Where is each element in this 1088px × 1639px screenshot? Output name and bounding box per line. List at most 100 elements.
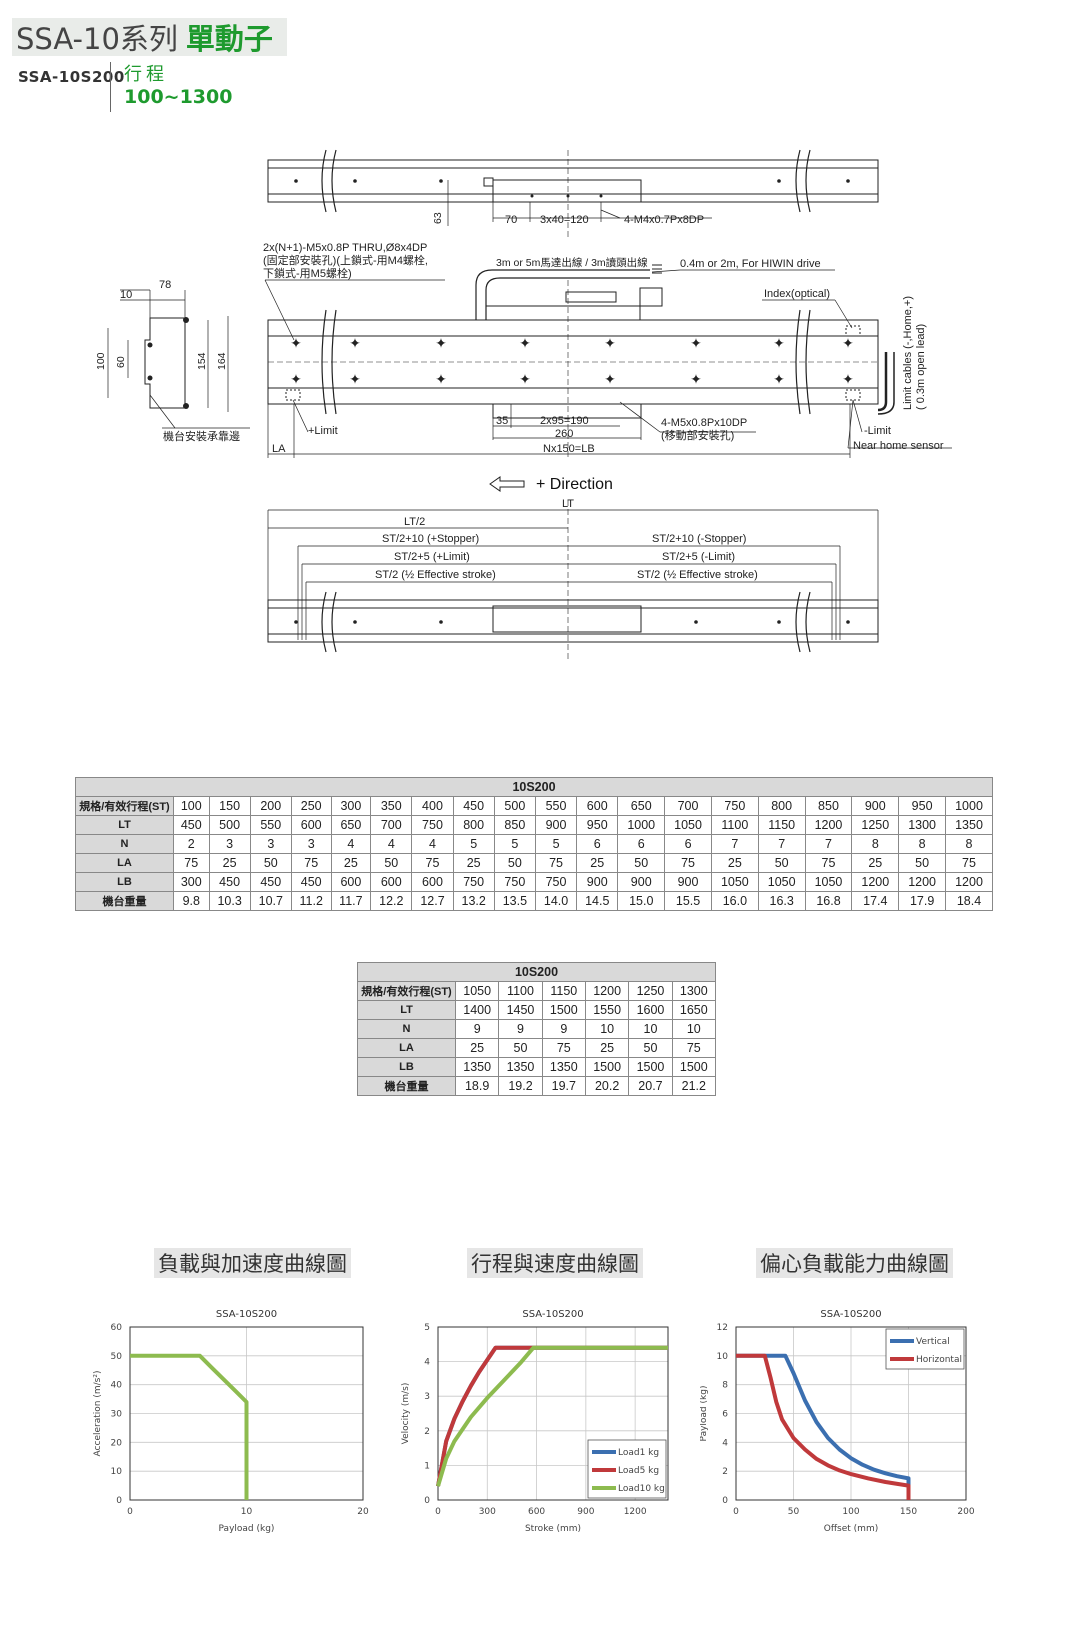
table-cell: 25: [576, 853, 619, 873]
table-cell: 1050: [454, 981, 500, 1001]
x-tick-label: 150: [900, 1507, 917, 1517]
table-cell: 1350: [498, 1057, 543, 1077]
table-cell: 5: [452, 834, 495, 854]
svg-text:✦: ✦: [773, 335, 785, 351]
table-cell: 50: [498, 1038, 543, 1058]
table-cell: 8: [898, 834, 947, 854]
table-cell: 50: [617, 853, 666, 873]
table-cell: 5: [534, 834, 578, 854]
chart-title: SSA-10S200: [820, 1309, 881, 1320]
direction-label: + Direction: [536, 476, 613, 493]
table-cell: 3: [208, 834, 251, 854]
svg-text:✦: ✦: [842, 371, 854, 387]
table-cell: 750: [411, 815, 454, 835]
chart-title-payload-acceleration: 負載與加速度曲線圖: [154, 1248, 351, 1278]
table-cell: 900: [664, 872, 712, 892]
svg-text:✦: ✦: [290, 371, 302, 387]
legend-box: [885, 1328, 965, 1370]
dim-la: LA: [272, 443, 286, 455]
table-cell: 10.3: [208, 891, 251, 911]
top-mover: [492, 179, 642, 203]
top-rail: [267, 159, 879, 203]
minus-limit-label: -Limit: [864, 425, 891, 437]
table-cell: 500: [493, 796, 536, 816]
table-cell: 1300: [671, 981, 717, 1001]
table-cell: 75: [534, 853, 578, 873]
table-cell: 1500: [584, 1057, 630, 1077]
y-tick-label: 20: [111, 1438, 123, 1448]
series-suffix: 單動子: [185, 22, 273, 56]
y-tick-label: 4: [424, 1358, 430, 1368]
y-tick-label: 2: [722, 1467, 728, 1477]
y-tick-label: 1: [424, 1461, 430, 1471]
dim-100: 100: [95, 352, 107, 370]
svg-text:✦: ✦: [842, 335, 854, 351]
table-cell: 700: [370, 815, 413, 835]
svg-text:✦: ✦: [690, 371, 702, 387]
svg-text:✦: ✦: [604, 371, 616, 387]
table-cell: 1200: [584, 981, 630, 1001]
table-cell: 20.7: [628, 1076, 673, 1096]
table-cell: 600: [576, 796, 619, 816]
table-cell: 750: [710, 796, 759, 816]
table-cell: 450: [208, 872, 251, 892]
limit-cables-note-1: Limit cables (-,Home,+): [902, 296, 914, 410]
y-axis-label: Velocity (m/s): [401, 1383, 411, 1445]
y-axis-label: Payload (kg): [700, 1386, 709, 1442]
right-stroke-label: ST/2 (½ Effective stroke): [637, 569, 758, 581]
table-cell: 1450: [498, 1000, 543, 1020]
table-cell: 18.9: [454, 1076, 500, 1096]
y-tick-label: 50: [111, 1352, 123, 1362]
table-cell: 900: [576, 872, 619, 892]
y-tick-label: 6: [722, 1410, 728, 1420]
table-cell: 11.2: [290, 891, 332, 911]
x-axis-label: Payload (kg): [219, 1524, 275, 1534]
table-cell: 75: [804, 853, 853, 873]
table-cell: 19.2: [498, 1076, 543, 1096]
fixed-hole-note-1: 2x(N+1)-M5x0.8P THRU,Ø8x4DP: [263, 242, 427, 254]
row-label: N: [75, 834, 174, 854]
dim-70: 70: [505, 214, 517, 226]
table-cell: 1050: [664, 815, 712, 835]
table-cell: 15.5: [664, 891, 712, 911]
dim-lb: Nx150=LB: [543, 443, 595, 455]
table-cell: 500: [208, 815, 251, 835]
svg-text:✦: ✦: [290, 335, 302, 351]
svg-text:✦: ✦: [773, 371, 785, 387]
series-line: [736, 1353, 911, 1500]
y-axis-label: Acceleration (m/s²): [93, 1371, 103, 1457]
table-cell: 550: [534, 796, 578, 816]
plus-limit-label: +Limit: [308, 425, 338, 437]
row-label: LB: [75, 872, 174, 892]
svg-text:✦: ✦: [435, 371, 447, 387]
table-cell: 1500: [628, 1057, 673, 1077]
table-cell: 8: [851, 834, 900, 854]
x-tick-label: 100: [842, 1507, 859, 1517]
dim-260: 260: [555, 428, 573, 440]
series-title: SSA-10系列: [16, 22, 178, 56]
table-cell: 50: [370, 853, 413, 873]
table-cell: 1250: [628, 981, 673, 1001]
x-axis-label: Offset (mm): [824, 1524, 878, 1534]
y-tick-label: 40: [111, 1381, 123, 1391]
table-cell: 1250: [851, 815, 900, 835]
dim-35: 35: [496, 415, 508, 427]
y-tick-label: 10: [111, 1467, 123, 1477]
table-cell: 1350: [541, 1057, 586, 1077]
table-cell: 16.8: [804, 891, 853, 911]
y-tick-label: 60: [111, 1323, 123, 1333]
svg-text:✦: ✦: [519, 371, 531, 387]
table-cell: 9: [454, 1019, 500, 1039]
x-tick-label: 0: [127, 1507, 133, 1517]
row-label: 規格/有效行程(ST): [357, 981, 456, 1001]
limit-cables-note-2: ( 0.3m open lead): [915, 324, 927, 410]
table-cell: 4: [330, 834, 372, 854]
table-cell: 75: [411, 853, 454, 873]
table-cell: 21.2: [671, 1076, 717, 1096]
